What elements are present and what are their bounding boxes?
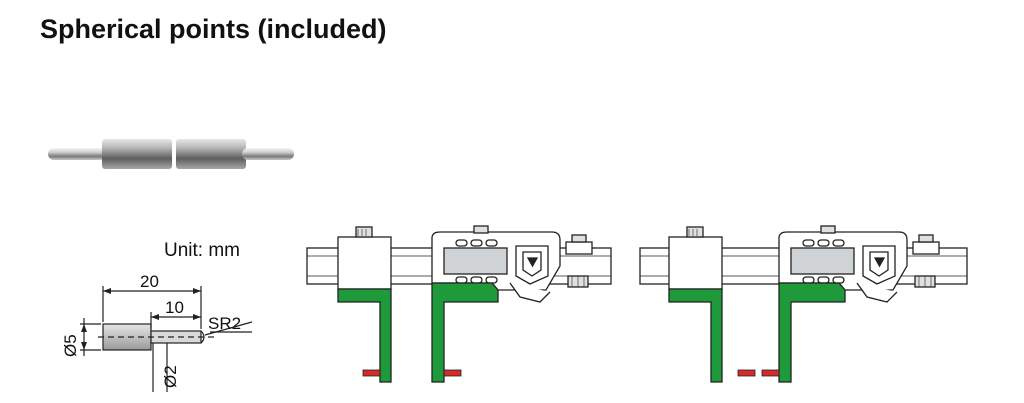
spherical-point-photo [48, 139, 294, 169]
unit-label: Unit: mm [164, 240, 240, 261]
caliper-illustration-right [639, 225, 968, 383]
dim-step-label: 10 [165, 298, 184, 317]
caliper-illustration-left [306, 225, 612, 383]
dim-dia-small-label: Ø2 [161, 365, 180, 388]
dim-radius-label: SR2 [208, 314, 241, 333]
dim-dia-large-label: Ø5 [61, 334, 80, 357]
dim-length-label: 20 [140, 272, 159, 291]
dimension-arrows [81, 288, 201, 350]
page-title: Spherical points (included) [40, 14, 387, 44]
